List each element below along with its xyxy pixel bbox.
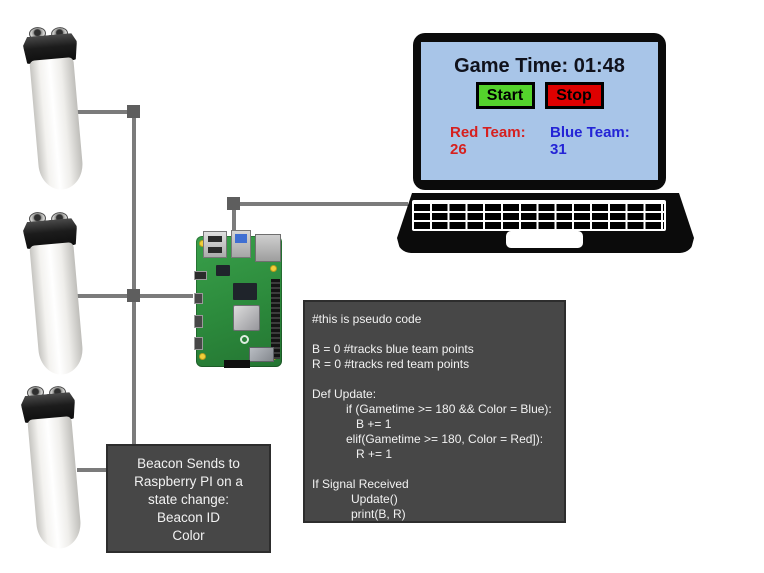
code-line: #this is pseudo code xyxy=(312,312,422,326)
pi-usb-port xyxy=(203,231,227,258)
beacon-note-box: Beacon Sends to Raspberry PI on a state … xyxy=(106,444,271,553)
blue-team-score: 31 xyxy=(550,141,567,158)
junction-node-2 xyxy=(127,289,140,302)
pi-gpio-header xyxy=(271,279,280,359)
laptop-keyboard xyxy=(412,200,666,231)
connector-beacon3-horizontal xyxy=(77,468,108,472)
laptop-image: Game Time: 01:48 Start Stop Red Team: 26… xyxy=(395,30,697,256)
code-line xyxy=(312,462,560,477)
raspberry-logo-icon xyxy=(240,335,249,344)
laptop-trackpad xyxy=(506,231,583,248)
laptop-keys xyxy=(414,202,664,229)
raspberry-pi-image xyxy=(194,230,286,371)
pi-hdmi-port xyxy=(194,315,203,328)
pi-hdmi-port xyxy=(194,337,203,350)
code-line: print(B, R) xyxy=(351,507,406,521)
pi-mount-hole xyxy=(270,265,277,272)
pi-chip xyxy=(216,265,230,276)
beacon-1-image xyxy=(21,24,89,194)
pi-chip xyxy=(233,283,257,300)
beacon-body xyxy=(29,242,85,377)
stop-button[interactable]: Stop xyxy=(544,82,604,109)
pi-audio-jack xyxy=(194,271,207,280)
code-line: B = 0 #tracks blue team points xyxy=(312,342,474,356)
code-line xyxy=(312,372,560,387)
red-team-label: Red Team: xyxy=(450,124,526,141)
code-line: B += 1 xyxy=(356,417,392,431)
junction-node-1 xyxy=(127,105,140,118)
blue-team-score-block: Blue Team: 31 xyxy=(550,124,630,158)
code-line: Update() xyxy=(351,492,398,506)
pi-mount-hole xyxy=(199,353,206,360)
code-line: if (Gametime >= 180 && Color = Blue): xyxy=(346,402,552,416)
code-line: Def Update: xyxy=(312,387,377,401)
button-row: Start Stop xyxy=(421,82,658,109)
pseudo-code-box: #this is pseudo code B = 0 #tracks blue … xyxy=(303,300,566,523)
laptop-screen: Game Time: 01:48 Start Stop Red Team: 26… xyxy=(421,42,658,180)
code-line: R = 0 #tracks red team points xyxy=(312,357,470,371)
game-time-title: Game Time: 01:48 xyxy=(454,55,625,77)
note-line: Beacon ID xyxy=(156,510,221,525)
blue-team-label: Blue Team: xyxy=(550,124,630,141)
pi-ethernet-port xyxy=(255,234,281,262)
beacon-body xyxy=(29,57,85,192)
connector-trunk-vertical xyxy=(132,108,136,446)
pi-usbc-port xyxy=(194,293,203,304)
note-line: state change: xyxy=(147,492,230,507)
pi-shield xyxy=(249,347,274,362)
red-team-score-block: Red Team: 26 xyxy=(450,124,526,158)
beacon-3-image xyxy=(19,383,87,553)
connector-beacon1-horizontal xyxy=(77,110,135,114)
start-button[interactable]: Start xyxy=(475,82,535,109)
code-line: elif(Gametime >= 180, Color = Red]): xyxy=(346,432,544,446)
red-team-score: 26 xyxy=(450,141,467,158)
beacon-2-image xyxy=(21,209,89,379)
note-line: Color xyxy=(172,528,205,543)
note-line: Beacon Sends to xyxy=(137,456,240,471)
code-line xyxy=(312,327,560,342)
pi-connector xyxy=(224,360,250,368)
pi-soc-chip xyxy=(233,305,260,331)
pi-usb3-port xyxy=(231,230,251,258)
junction-node-3 xyxy=(227,197,240,210)
connector-laptop-horizontal xyxy=(236,202,408,206)
code-line: If Signal Received xyxy=(312,477,409,491)
beacon-body xyxy=(27,416,83,551)
note-line: Raspberry PI on a xyxy=(134,474,243,489)
connector-pi-vertical xyxy=(232,208,236,238)
code-line: R += 1 xyxy=(356,447,393,461)
